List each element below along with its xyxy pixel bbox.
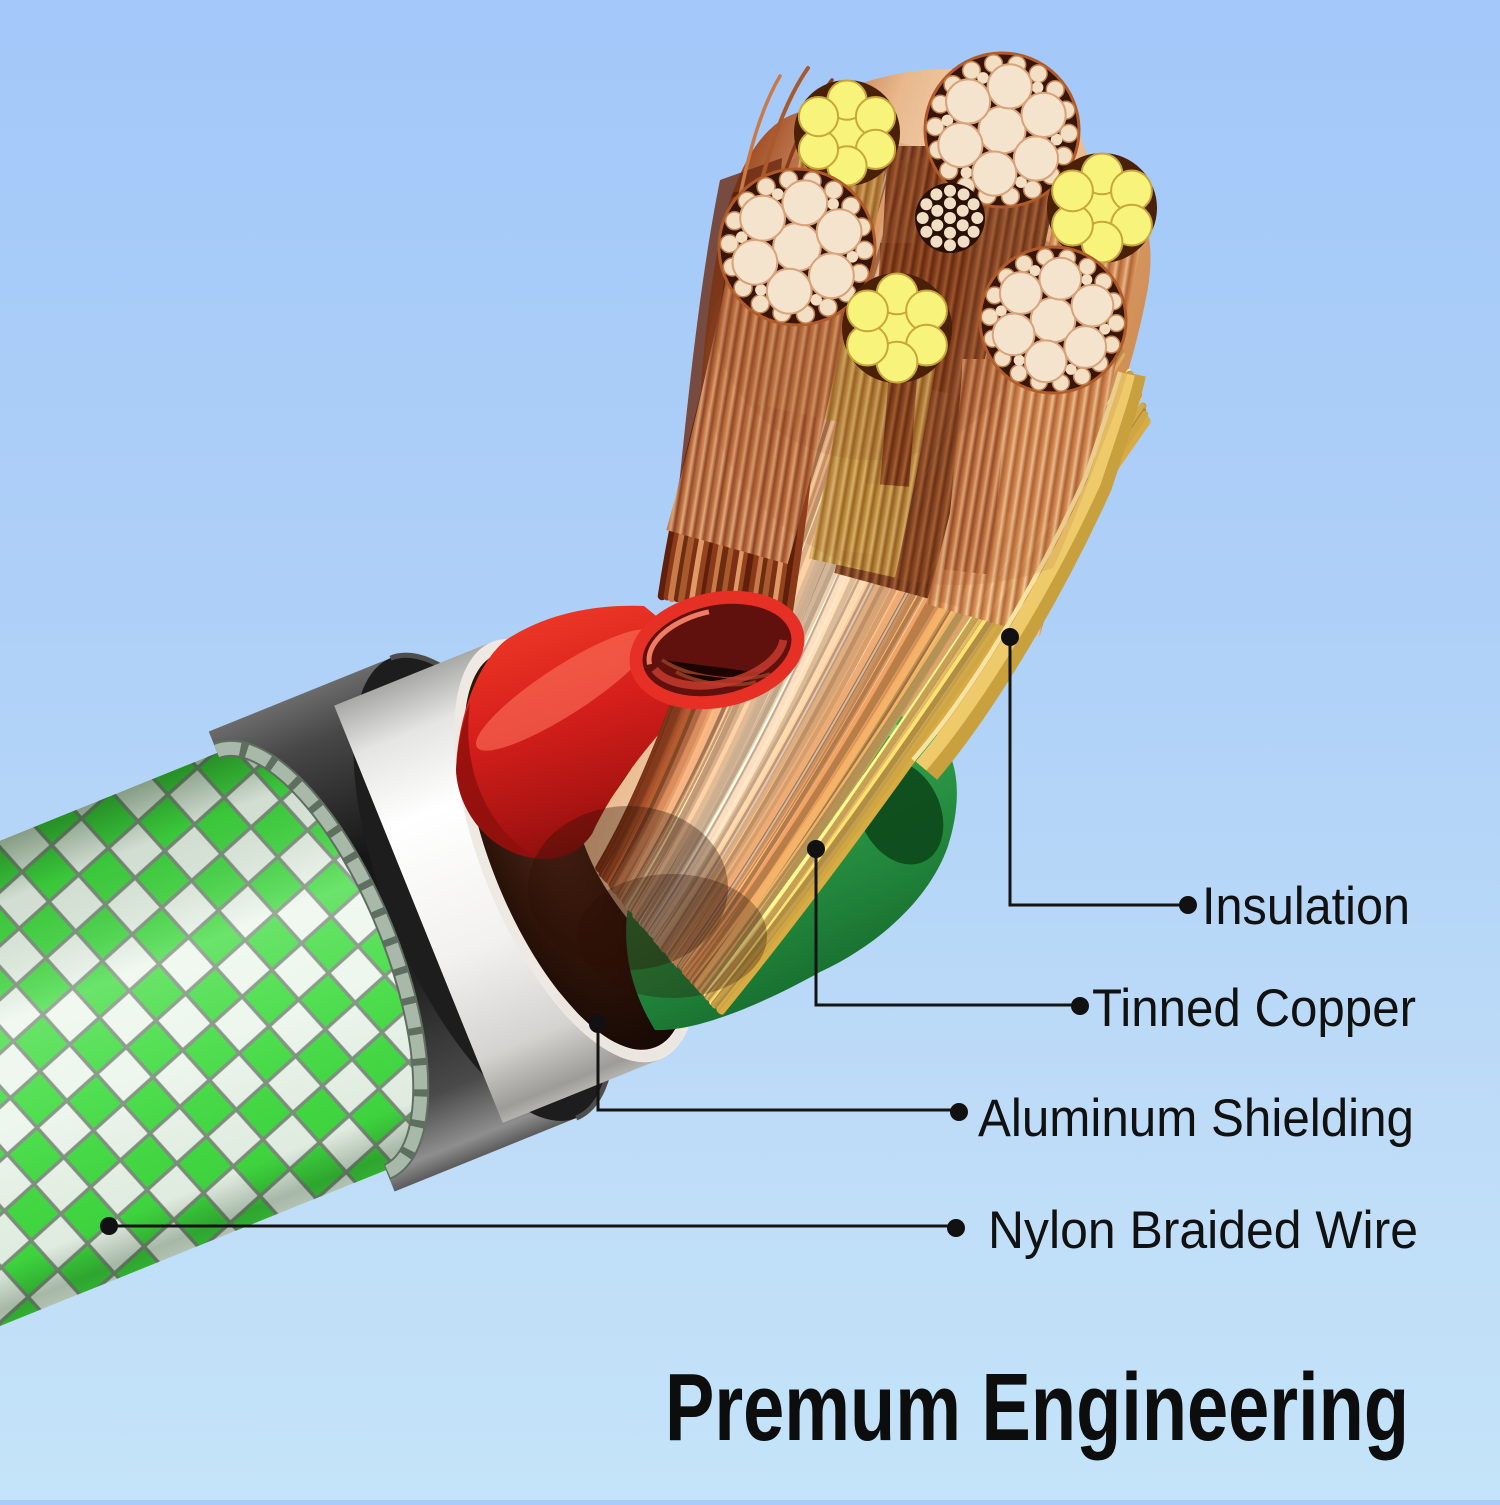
svg-text:Insulation: Insulation <box>1202 877 1410 936</box>
svg-text:Tinned Copper: Tinned Copper <box>1092 979 1416 1038</box>
svg-text:Premum Engineering: Premum Engineering <box>665 1354 1409 1461</box>
svg-text:Aluminum Shielding: Aluminum Shielding <box>978 1089 1414 1148</box>
svg-text:Nylon Braided Wire: Nylon Braided Wire <box>988 1201 1418 1260</box>
